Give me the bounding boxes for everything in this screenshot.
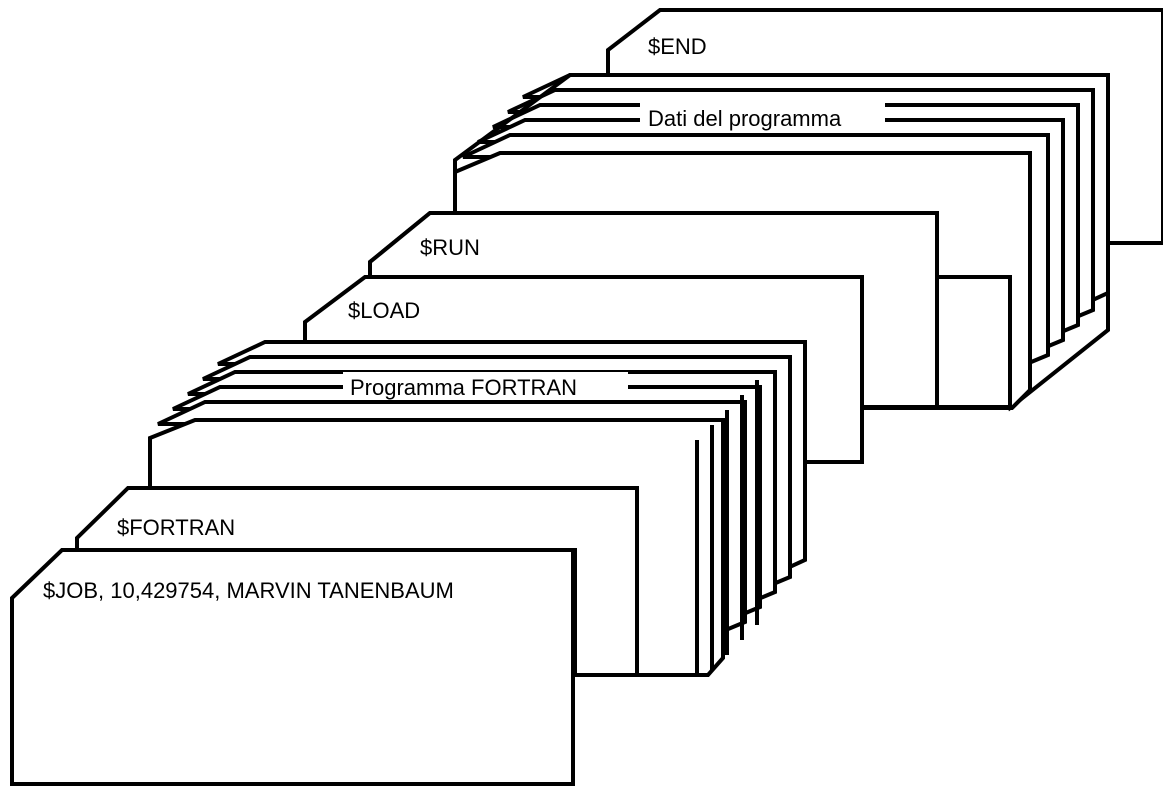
fortran-card-label: $FORTRAN [117,515,235,540]
run-card-label: $RUN [420,235,480,260]
job-card-label: $JOB, 10,429754, MARVIN TANENBAUM [43,578,454,603]
program-data-label: Dati del programma [648,106,842,131]
run-card: $RUN [368,211,1012,409]
fortran-program-label: Programma FORTRAN [350,375,577,400]
load-card-label: $LOAD [348,298,420,323]
job-card: $JOB, 10,429754, MARVIN TANENBAUM [10,548,575,786]
end-card-label: $END [648,34,707,59]
